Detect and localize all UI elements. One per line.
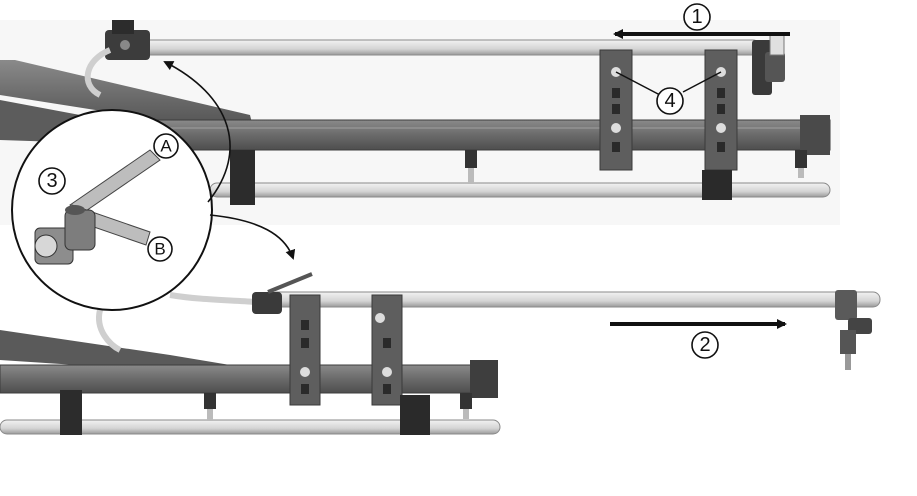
top-frame-arm-upper xyxy=(0,60,255,135)
callout-1: 1 xyxy=(683,3,711,31)
bottom-pipe-clamp xyxy=(60,390,82,435)
bottom-hose-feed xyxy=(169,292,256,305)
bottom-beam-end-cap xyxy=(470,360,498,398)
bottom-boom-assembly xyxy=(0,272,881,435)
top-nozzle-1 xyxy=(465,150,477,184)
callout-3: 3 xyxy=(38,167,66,195)
bottom-valve xyxy=(252,272,313,314)
callout-a-label: A xyxy=(160,137,172,156)
top-end-fitting xyxy=(752,34,785,95)
bottom-bracket-right xyxy=(371,294,430,435)
bottom-main-beam xyxy=(0,364,496,394)
bottom-hose-loop xyxy=(96,309,122,353)
callout-4: 4 xyxy=(656,87,684,115)
callout-b: B xyxy=(147,236,173,262)
callout-b-label: B xyxy=(154,240,165,259)
top-valve xyxy=(105,20,150,60)
bottom-frame-arm xyxy=(0,330,230,375)
top-bracket-right xyxy=(702,49,738,200)
top-lower-pipe xyxy=(209,182,831,198)
top-beam-end-cap xyxy=(800,115,830,155)
bottom-nozzle-1 xyxy=(204,393,216,421)
callout-a: A xyxy=(153,133,179,159)
bottom-upper-pipe xyxy=(269,291,881,308)
bottom-nozzle-2 xyxy=(460,393,472,419)
callout-4-leader-right xyxy=(682,71,722,93)
inset-valve-body xyxy=(34,205,96,265)
top-pipe-clamp xyxy=(230,150,255,205)
callout-4-leader-left xyxy=(615,71,661,96)
callout-4-label: 4 xyxy=(664,90,675,112)
inset-leader-to-bottom-valve xyxy=(209,214,296,260)
top-upper-pipe xyxy=(139,39,761,56)
top-nozzle-2 xyxy=(795,150,807,178)
callout-1-label: 1 xyxy=(691,6,702,28)
callout-2: 2 xyxy=(691,331,719,359)
bottom-bracket-left xyxy=(289,294,321,406)
inset-circle xyxy=(11,109,213,311)
bottom-end-nozzle xyxy=(835,290,872,370)
callout-2-label: 2 xyxy=(699,334,710,356)
top-bracket-left xyxy=(599,49,633,171)
callout-3-label: 3 xyxy=(46,170,57,192)
bottom-lower-pipe xyxy=(0,419,501,435)
valve-detail-inset xyxy=(11,109,213,311)
inset-leader-to-top-valve xyxy=(163,61,231,203)
top-hose xyxy=(84,47,112,98)
